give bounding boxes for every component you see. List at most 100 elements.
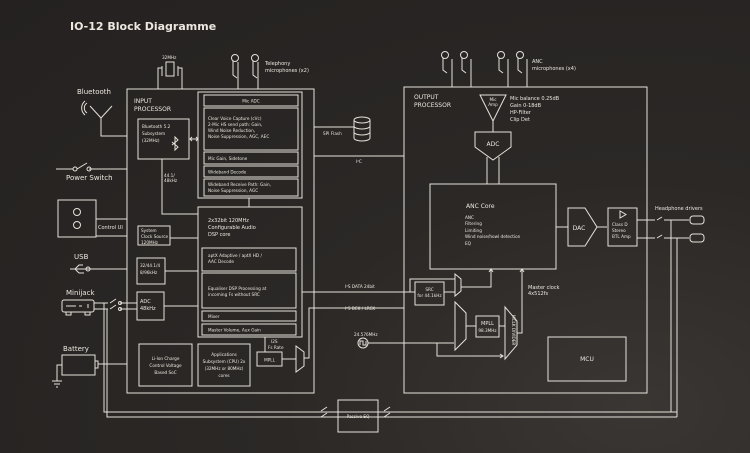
power-switch[interactable]: Power Switch <box>56 162 127 182</box>
path-mark <box>96 218 127 237</box>
output-processor-src-1-text: for 44.1kHz <box>417 293 442 298</box>
mux-icon <box>282 345 305 373</box>
path-mark <box>304 307 404 359</box>
bidirectional-arrow-icon <box>189 136 199 142</box>
path-mark <box>567 207 598 247</box>
microphone-icon <box>231 54 239 62</box>
path-mark <box>232 61 239 89</box>
class-d-amp: Class D Stereo BTL Amp <box>607 207 638 247</box>
button-icon <box>73 208 81 216</box>
i2s-bus: I²S DATA 24bit I²S BCK / LRCK 24.576MHz <box>302 284 454 349</box>
input-mpll: I2S Fs Rate MPLL <box>256 307 404 373</box>
output-processor-mic-specs-1-text: Gain 0-18dB <box>510 103 542 109</box>
rect-mark <box>429 183 557 270</box>
output-processor-class-d-0-text: Class D <box>612 222 628 227</box>
mclk-divider-label: MCLK DIVIDER <box>511 315 516 345</box>
master-clock-label: Master clock <box>528 285 560 291</box>
microphone-icon <box>251 54 259 62</box>
master-volume-block <box>201 323 297 336</box>
control-ui[interactable]: Control UI <box>57 199 127 238</box>
mic-adc-block <box>203 94 299 107</box>
jack-icon <box>61 299 95 313</box>
input-processor-bt-rate-0-text: 44.1/ <box>164 173 175 178</box>
mic-gain-block <box>203 151 299 165</box>
switch-icon <box>56 162 127 170</box>
output-processor-anc-core-items-1-text: Filtering <box>465 221 482 226</box>
power-switch-label: Power Switch <box>66 174 113 182</box>
input-processor-wideband-receive-1-text: Noise Suppression, AGC <box>208 188 258 193</box>
voice-path-column: Mic ADC Clear Voice Capture (cVc) 2-Mic … <box>197 91 303 207</box>
path-mark <box>103 303 677 418</box>
input-processor-master-volume-text: Master Volume, Aux Gain <box>208 328 261 333</box>
bluetooth-antenna: Bluetooth <box>77 88 127 137</box>
output-processor-title-2: PROCESSOR <box>414 102 451 109</box>
path-mark <box>498 58 509 87</box>
rect-mark <box>337 399 379 433</box>
switch-icon <box>320 406 391 418</box>
middle-passive-eq-text: Passive EQ <box>347 414 370 419</box>
path-mark <box>65 304 91 316</box>
crystal-label: 32MHz <box>162 55 177 60</box>
rect-mark <box>197 91 303 199</box>
input-processor-clear-voice-3-text: Noise Suppression, AGC, AEC <box>208 134 269 139</box>
clock-chain: MPLL 98.3MHz MCLK DIVIDER Master clock 4… <box>436 268 560 361</box>
i2s-bck-label: I²S BCK / LRCK <box>345 306 375 311</box>
output-processor-mic-specs-2-text: HP-Filter <box>510 110 532 116</box>
output-processor-anc-core-title-text: ANC Core <box>466 203 495 210</box>
path-mark <box>436 268 525 359</box>
passive-eq: Passive EQ <box>320 399 391 433</box>
input-processor-applications-0-text: Applications <box>211 352 237 357</box>
usb-icon <box>70 264 127 274</box>
usb-label: USB <box>74 253 89 261</box>
telephony-label-2: microphones (x2) <box>265 68 309 74</box>
diagram-title: IO-12 Block Diagramme <box>70 20 216 33</box>
amplifier-icon <box>479 94 507 123</box>
input-processor-i2s-fs-0-text: I2S <box>271 339 278 344</box>
speaker-icon <box>689 233 705 243</box>
input-processor-li-ion-2-text: Based SoC <box>154 370 176 375</box>
middle-oscillator-text: 24.576MHz <box>354 332 378 337</box>
input-processor-aptx-0-text: aptX Adaptive / aptX HD / <box>208 253 262 258</box>
circle-mark <box>118 307 122 311</box>
antenna-icon <box>89 105 127 137</box>
anc-microphones: ANC microphones (x4) <box>441 51 576 87</box>
path-mark <box>442 58 453 87</box>
path-mark <box>637 216 689 417</box>
input-processor-rates-0-text: 32/44.1/4 <box>140 263 160 268</box>
output-processor-dac-text: DAC <box>573 225 586 232</box>
amplifier-icon <box>619 210 627 219</box>
input-processor-bluetooth-subsystem-1-text: Subsystem <box>142 131 165 136</box>
microphone-icon <box>497 51 505 59</box>
input-processor-system-clock-0-text: System <box>141 228 157 233</box>
usb-port: USB <box>70 253 127 274</box>
database-icon <box>353 116 371 124</box>
output-processor-anc-core-items-0-text: ANC <box>465 215 474 220</box>
rect-mark <box>197 206 303 338</box>
input-processor-clear-voice-0-text: Clear Voice Capture (cVc) <box>208 116 262 121</box>
telephony-label: Telephony <box>264 61 290 67</box>
wideband-receive-block <box>203 178 299 197</box>
output-processor-class-d-2-text: BTL Amp <box>612 234 631 239</box>
battery-label: Battery <box>63 345 89 353</box>
aptx-block <box>201 247 297 272</box>
path-mark <box>461 58 472 87</box>
input-processor-dsp-core-2-text: DSP core <box>208 232 230 238</box>
li-ion-charge: Li-Ion Charge Control Voltage Based SoC <box>138 343 193 387</box>
rect-mark <box>607 207 638 247</box>
input-processor-clear-voice-2-text: Wind Noise Reduction, <box>208 128 255 133</box>
speaker-icon <box>689 215 705 225</box>
input-processor-li-ion-0-text: Li-Ion Charge <box>152 356 180 361</box>
rect-mark <box>137 118 190 160</box>
input-processor-wideband-receive-0-text: Wideband Receive Path: Gain, <box>208 182 271 187</box>
clear-voice-block <box>203 107 299 151</box>
microphone-icon <box>460 51 468 59</box>
anc-core: ANC Core ANC Filtering Limiting Wind noi… <box>429 183 568 270</box>
output-processor-title: OUTPUT <box>414 94 439 101</box>
rect-mark <box>137 225 171 246</box>
arrow-up-icon <box>461 268 494 288</box>
input-processor-mixer-text: Mixer <box>208 314 220 319</box>
input-processor-title: INPUT <box>134 98 152 105</box>
i2s-data-label: I²S DATA 24bit <box>345 284 375 289</box>
